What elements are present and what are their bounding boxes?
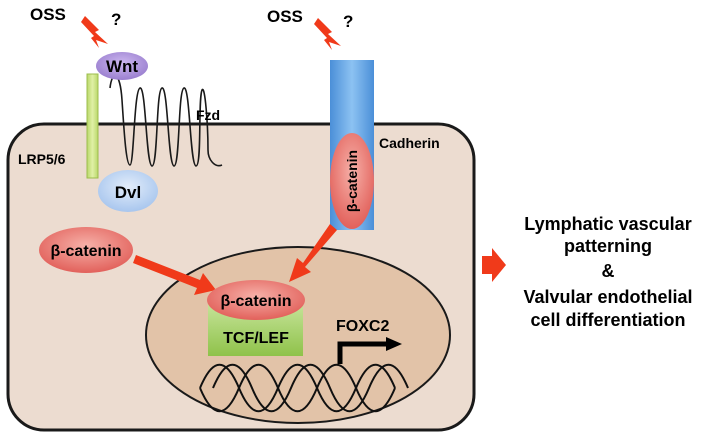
membrane-catenin-label: β-catenin (344, 150, 360, 212)
oss-left-question: ? (111, 10, 121, 29)
dna-helix-strand-c (212, 364, 409, 412)
lightning-bolt-left-icon (81, 16, 108, 48)
cadherin-label: Cadherin (379, 135, 440, 151)
outcome-line-3: & (602, 261, 615, 281)
arrow-cytoplasm-to-nucleus (133, 255, 216, 295)
dna-helix-strand-b (199, 364, 396, 412)
lightning-bolt-right-icon (314, 18, 341, 50)
lrp-label: LRP5/6 (18, 151, 66, 167)
dna-helix-strand-a (199, 364, 396, 412)
wnt-label: Wnt (106, 57, 138, 76)
promoter-arrow (337, 341, 390, 364)
fzd-label: Fzd (196, 107, 220, 123)
dvl-protein (98, 170, 158, 212)
tcf-lef-label: TCF/LEF (223, 330, 289, 347)
arrow-membrane-to-nucleus (289, 224, 337, 282)
oss-left-label: OSS (30, 5, 66, 24)
promoter-arrowhead (386, 337, 402, 351)
cytoplasmic-catenin-label: β-catenin (50, 243, 121, 260)
outcome-line-1: Lymphatic vascular (524, 214, 691, 234)
outcome-line-4: Valvular endothelial (523, 287, 692, 307)
wnt-ligand (96, 52, 148, 80)
membrane-catenin (330, 133, 374, 229)
fzd-receptor (109, 75, 223, 167)
foxc2-label: FOXC2 (336, 318, 389, 335)
cytoplasmic-catenin (39, 227, 133, 273)
nuclear-catenin (207, 280, 305, 320)
oss-right-label: OSS (267, 7, 303, 26)
outcome-line-5: cell differentiation (530, 310, 685, 330)
outcome-line-2: patterning (564, 236, 652, 256)
outcome-arrow (482, 248, 506, 282)
oss-right-question: ? (343, 12, 353, 31)
lrp-receptor (86, 73, 99, 179)
dvl-label: Dvl (115, 183, 141, 202)
nuclear-catenin-label: β-catenin (220, 293, 291, 310)
